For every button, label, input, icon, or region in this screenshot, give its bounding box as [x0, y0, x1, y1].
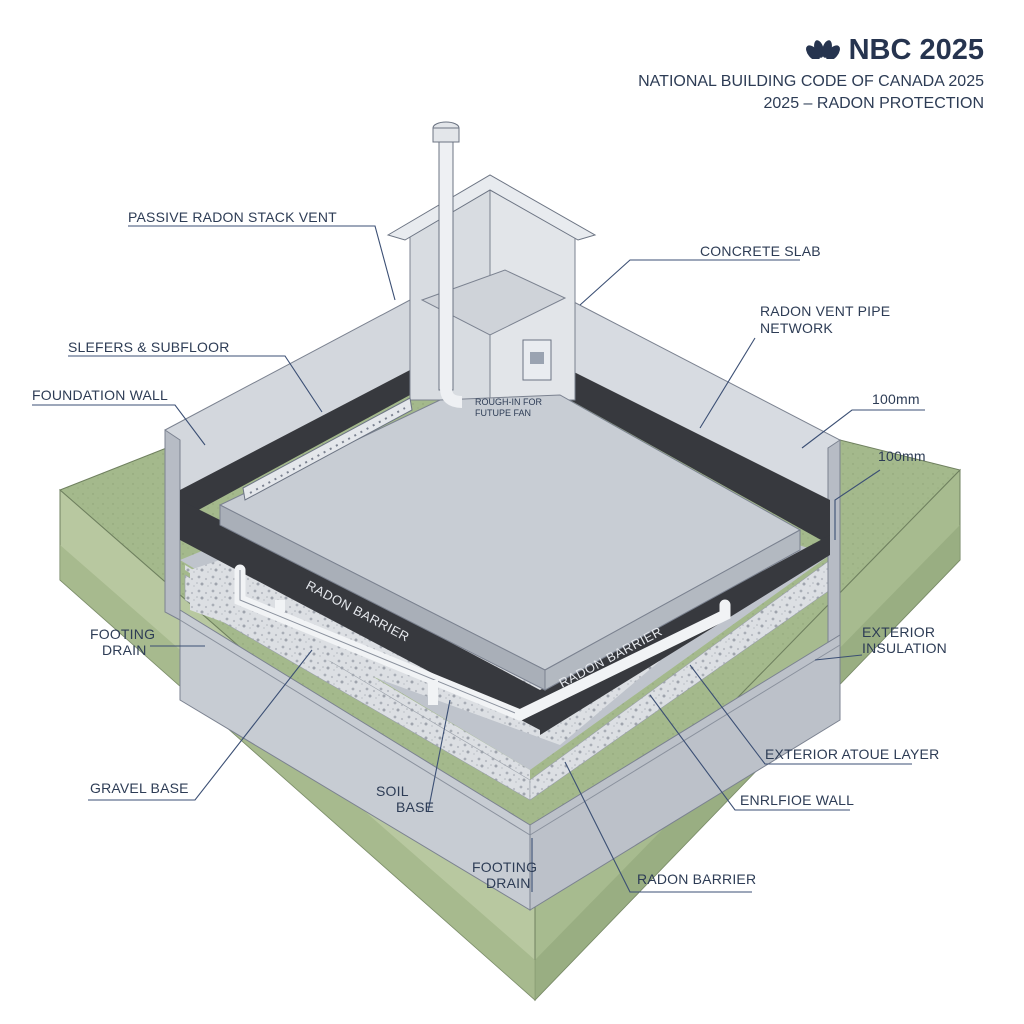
leader-dim-1	[801, 409, 925, 449]
concrete-slab-right-edge	[544, 529, 801, 691]
leader-radon-barrier-bottom	[564, 761, 752, 893]
leader-gravel-base	[88, 649, 313, 801]
front-wall-right	[529, 634, 841, 911]
front-wall-ledge	[179, 619, 531, 836]
label-dim-1: 100mm	[872, 391, 920, 407]
leader-sleepers	[68, 355, 323, 413]
junction-box-window	[530, 352, 544, 364]
membrane-back-right	[570, 370, 830, 545]
label-vent-network-1: RADON VENT PIPE	[760, 303, 890, 319]
leader-soil-base	[427, 699, 451, 813]
passive-stack-vent	[432, 121, 463, 408]
label-rough-in-1: ROUGH-IN FOR	[475, 397, 542, 407]
label-footing-drain-bottom-2: DRAIN	[486, 875, 531, 891]
peacock-logo-icon	[805, 39, 840, 63]
label-soil-base-2: BASE	[396, 799, 434, 815]
label-exterior-stone: EXTERIOR ATOUE LAYER	[765, 746, 939, 762]
leader-enrlfioe-wall	[649, 694, 850, 811]
sleeper-rail-dots	[249, 407, 406, 494]
vent-pipe-network	[234, 564, 731, 721]
label-exterior-insulation-2: INSULATION	[862, 640, 947, 656]
interior-shelf	[420, 269, 567, 336]
label-footing-drain-bottom-1: FOOTING	[472, 859, 537, 875]
label-rough-in-2: FUTUPE FAN	[475, 408, 531, 418]
leader-exterior-stone	[689, 664, 912, 765]
leader-passive-stack	[128, 225, 396, 301]
label-footing-drain-left-2: DRAIN	[102, 642, 147, 658]
concrete-slab-group	[180, 394, 830, 735]
leader-dim-2	[834, 469, 881, 540]
label-radon-barrier-bottom: RADON BARRIER	[637, 871, 756, 887]
header-topic: 2025 – RADON PROTECTION	[763, 95, 985, 112]
label-soil-base-1: SOIL	[376, 783, 409, 799]
label-concrete-slab: CONCRETE SLAB	[700, 243, 821, 259]
label-footing-drain-left-1: FOOTING	[90, 626, 155, 642]
membrane-under-slab-left	[180, 500, 540, 730]
leader-exterior-insulation	[814, 654, 863, 661]
label-sleepers: SLEFERS & SUBFLOOR	[68, 339, 230, 355]
foundation-wall-left-face	[164, 429, 181, 621]
membrane-back-left	[180, 370, 410, 520]
stack-elbow	[440, 387, 463, 408]
ground-soil-left	[60, 545, 535, 1000]
stack-pipe	[438, 139, 454, 391]
leader-concrete-slab	[579, 259, 800, 306]
stack-cap-body	[432, 127, 460, 143]
label-passive-stack: PASSIVE RADON STACK VENT	[128, 209, 337, 225]
leader-vent-network	[699, 337, 756, 429]
leader-lines	[32, 225, 925, 893]
label-exterior-insulation-1: EXTERIOR	[862, 624, 935, 640]
corner-shed-roof	[386, 174, 597, 241]
label-vent-network-2: NETWORK	[760, 320, 833, 336]
header-subtitle: NATIONAL BUILDING CODE OF CANADA 2025	[638, 73, 984, 90]
brand: NBC 2025	[638, 34, 984, 67]
leader-foundation-wall	[32, 404, 206, 446]
front-wall-ledge-r	[529, 644, 841, 836]
brand-title: NBC 2025	[848, 34, 984, 66]
sub-slab-pipe-right	[514, 599, 731, 721]
label-foundation-wall: FOUNDATION WALL	[32, 387, 168, 403]
sub-slab-pipe-left-outline	[239, 570, 521, 716]
label-gravel-base: GRAVEL BASE	[90, 780, 189, 796]
sleeper-rail	[242, 397, 413, 501]
label-dim-2: 100mm	[878, 448, 926, 464]
label-enrlfioe-wall: ENRLFIOE WALL	[740, 792, 854, 808]
header: NBC 2025 NATIONAL BUILDING CODE OF CANAD…	[638, 34, 984, 113]
